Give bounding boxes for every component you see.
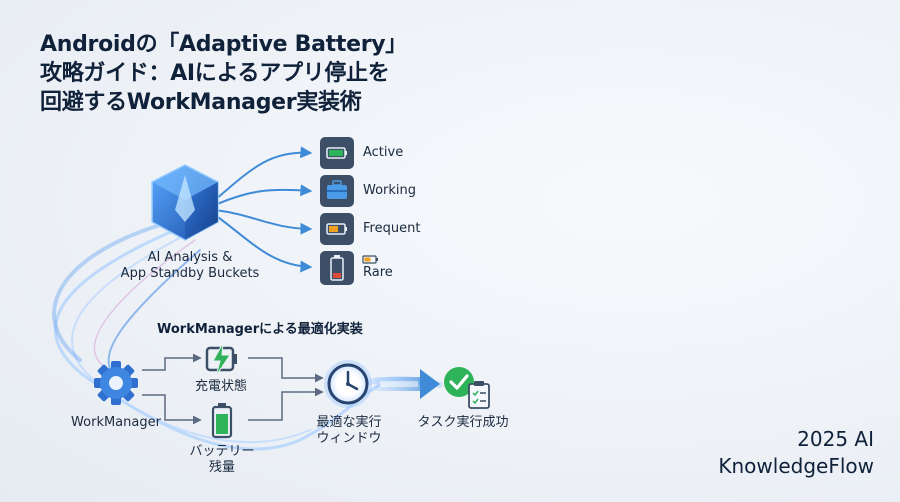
bucket-label-active: Active — [363, 145, 404, 160]
footer-line-2: KnowledgeFlow — [718, 454, 874, 478]
success-check-icon — [444, 367, 474, 397]
charging-battery-icon — [205, 342, 237, 377]
battery-label-line-2: 残量 — [208, 460, 236, 475]
bucket-arrows — [214, 146, 313, 273]
bucket-tile-working — [320, 175, 354, 207]
cube-icon — [151, 164, 219, 241]
battery-remaining-label: バッテリー 残量 — [189, 444, 254, 476]
window-label-line-1: 最適な実行 — [316, 415, 382, 430]
title-line-2: 攻略ガイド：AIによるアプリ停止を — [40, 61, 390, 86]
battery-label-line-1: バッテリー — [189, 444, 255, 459]
bucket-tile-rare — [320, 251, 354, 285]
ai-analysis-label: AI Analysis & App Standby Buckets — [121, 250, 260, 282]
task-success-label: タスク実行成功 — [417, 415, 509, 430]
footer-brand: 2025 AI KnowledgeFlow — [718, 426, 874, 480]
ai-label-line-1: AI Analysis & — [147, 250, 233, 265]
bucket-label-rare: Rare — [363, 265, 393, 280]
battery-level-icon — [211, 403, 233, 439]
workmanager-label: WorkManager — [71, 415, 161, 430]
clock-icon — [324, 360, 372, 408]
window-label-line-2: ウィンドウ — [316, 431, 382, 446]
gear-icon — [94, 361, 138, 405]
small-battery-icon — [362, 255, 378, 264]
bucket-tile-active — [320, 137, 354, 169]
page-title: Androidの「Adaptive Battery」 攻略ガイド：AIによるアプ… — [40, 30, 407, 117]
optimal-window-label: 最適な実行 ウィンドウ — [316, 415, 381, 447]
bucket-label-frequent: Frequent — [363, 221, 421, 236]
charging-label: 充電状態 — [194, 379, 248, 394]
clipboard-icon — [468, 381, 490, 409]
bucket-tile-frequent — [320, 213, 354, 245]
success-arrow — [375, 369, 440, 399]
title-line-3: 回避するWorkManager実装術 — [40, 90, 362, 115]
footer-line-1: 2025 AI — [797, 427, 874, 451]
workmanager-section-title: WorkManagerによる最適化実装 — [157, 322, 363, 337]
title-line-1: Androidの「Adaptive Battery」 — [40, 32, 407, 57]
bucket-label-working: Working — [363, 183, 417, 198]
ai-label-line-2: App Standby Buckets — [120, 266, 260, 281]
workmanager-connectors — [142, 353, 324, 425]
